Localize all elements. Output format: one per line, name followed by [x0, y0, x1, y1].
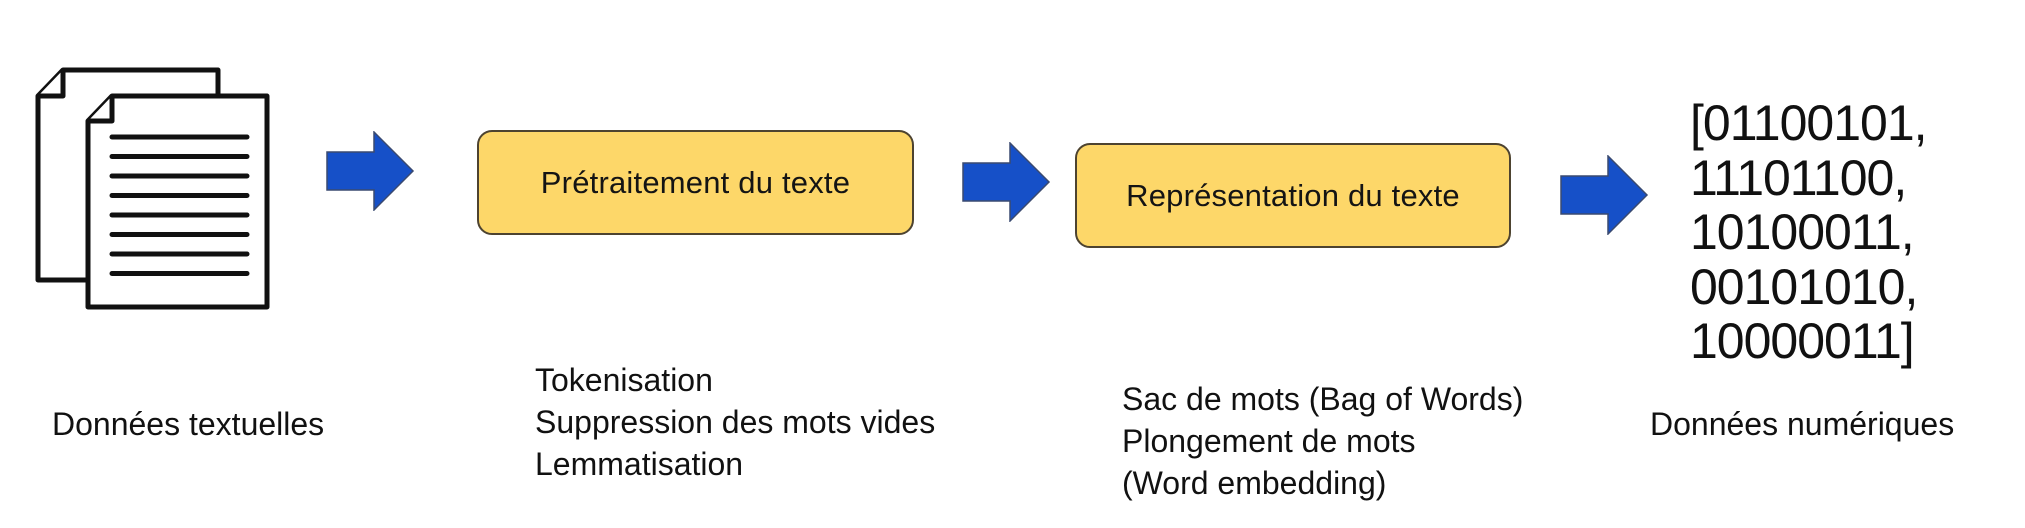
- arrow-right-icon: [1560, 154, 1650, 236]
- step-item: Plongement de mots: [1122, 423, 1416, 459]
- representation-box: Représentation du texte: [1075, 143, 1511, 248]
- preprocessing-title: Prétraitement du texte: [540, 164, 851, 200]
- step-item: Tokenisation: [535, 362, 713, 398]
- step-item: Suppression des mots vides: [535, 404, 936, 440]
- step-item: Sac de mots (Bag of Words): [1122, 381, 1524, 417]
- input-label: Données textuelles: [52, 406, 325, 442]
- step-item: Lemmatisation: [535, 446, 744, 482]
- binary-line: 00101010,: [1690, 258, 1918, 315]
- output-label: Données numériques: [1650, 406, 1955, 442]
- step-item: (Word embedding): [1122, 465, 1387, 501]
- documents-icon: [34, 66, 274, 312]
- binary-line: 11101100,: [1690, 149, 1907, 206]
- binary-line: 10100011,: [1690, 204, 1915, 260]
- representation-title: Représentation du texte: [1126, 177, 1460, 213]
- binary-line: 10000011]: [1690, 313, 1915, 369]
- arrow-right-icon: [962, 141, 1052, 223]
- preprocessing-box: Prétraitement du texte: [477, 130, 914, 235]
- arrow-right-icon: [326, 130, 416, 212]
- preprocessing-steps: Tokenisation Suppression des mots vides …: [535, 359, 935, 485]
- binary-line: [01100101,: [1690, 95, 1928, 151]
- representation-steps: Sac de mots (Bag of Words) Plongement de…: [1122, 378, 1523, 504]
- binary-output: [01100101, 11101100, 10100011, 00101010,…: [1690, 95, 1928, 369]
